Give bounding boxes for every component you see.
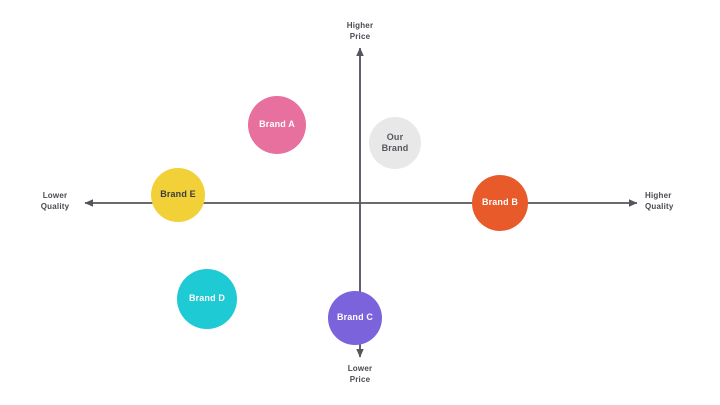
brand-bubble-brand-d[interactable]: Brand D (177, 269, 237, 329)
axis-label-lower-price: Lower Price (347, 364, 373, 384)
brand-bubble-brand-a[interactable]: Brand A (248, 96, 306, 154)
brand-bubble-brand-c[interactable]: Brand C (328, 291, 382, 345)
axis-label-higher-quality: Higher Quality (645, 191, 674, 211)
brand-bubble-brand-e[interactable]: Brand E (151, 168, 205, 222)
brand-bubble-brand-b[interactable]: Brand B (472, 175, 528, 231)
axis-label-higher-price: Higher Price (346, 21, 374, 41)
axis-label-lower-quality: Lower Quality (40, 191, 70, 211)
brand-bubble-our-brand[interactable]: Our Brand (369, 117, 421, 169)
